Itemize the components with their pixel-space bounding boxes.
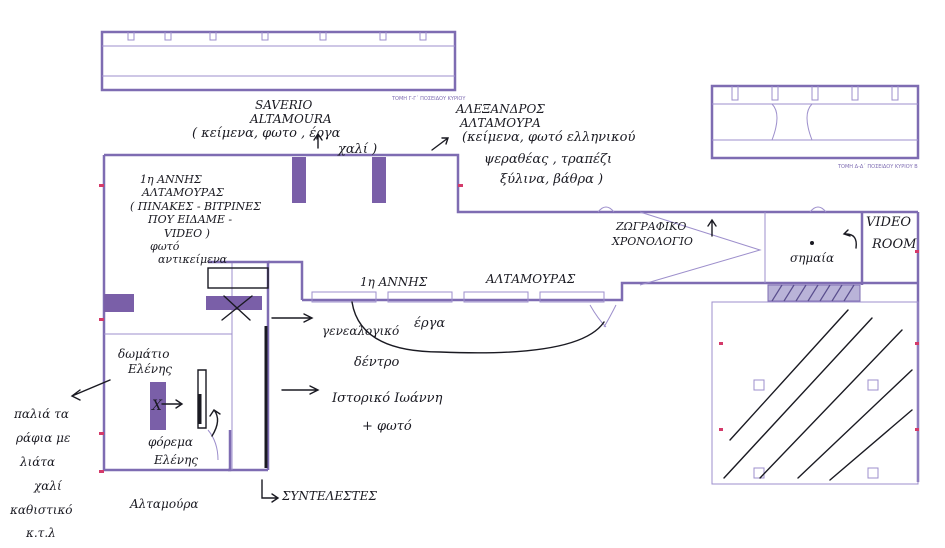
label-family-1: γενεαλογικό — [322, 324, 399, 338]
floor-plan-walls — [99, 153, 920, 485]
label-anna-3: ( ΠΙΝΑΚΕΣ - ΒΙΤΡΙΝΕΣ — [130, 200, 261, 213]
label-anna-7: αντικείμενα — [158, 253, 228, 266]
label-saverio-1: SAVERIO — [255, 98, 312, 112]
label-corridor-1: 1η ΑΝΝΗΣ — [360, 275, 428, 289]
label-saverio-2: ALTAMOURA — [249, 112, 332, 126]
label-left-2: ράφια με — [15, 431, 70, 445]
section-drawing-left: ΤΟΜΗ Γ-Γ΄ ΠΟΣΕΙΔΟΥ ΚΥΡΙΟΥ — [100, 30, 466, 102]
wall-block — [150, 382, 166, 430]
label-alex-4: ψεραθέας , τραπέζι — [484, 152, 612, 167]
label-room-1: δωμάτιο — [118, 347, 169, 361]
label-room-2: Ελένης — [127, 362, 172, 376]
label-video-1: VIDEO — [866, 215, 911, 230]
label-history-2: + φωτό — [362, 419, 412, 434]
label-anna-5: VIDEO ) — [164, 227, 210, 240]
label-dress-3: Αλταμούρα — [129, 497, 199, 511]
label-saverio-3: ( κείμενα, φωτο , έργα — [192, 126, 341, 141]
wall-block — [206, 296, 262, 310]
label-timeline-1: ΖΩΓΡΑΦΙΚΟ — [615, 220, 686, 233]
label-saverio-4: χαλί ) — [337, 142, 377, 157]
section-drawing-right: ΤΟΜΗ Δ-Δ΄ ΠΟΣΕΙΔΟΥ ΚΥΡΙΟΥ Β — [710, 84, 920, 170]
label-alex-3: (κείμενα, φωτό ελληνικού — [462, 130, 635, 145]
label-anna-2: ΑΛΤΑΜΟΥΡΑΣ — [141, 186, 224, 199]
handwritten-labels: SAVERIO ALTAMOURA ( κείμενα, φωτο , έργα… — [9, 98, 917, 540]
label-erga: έργα — [414, 316, 445, 331]
label-anna-4: ΠΟΥ ΕΙΔΑΜΕ - — [147, 213, 232, 226]
label-dress-1: φόρεμα — [148, 435, 193, 449]
label-family-2: δέντρο — [354, 355, 400, 370]
wall-block — [372, 157, 386, 203]
section-right-caption: ΤΟΜΗ Δ-Δ΄ ΠΟΣΕΙΔΟΥ ΚΥΡΙΟΥ Β — [837, 164, 918, 170]
label-left-6: κ.τ.λ — [25, 526, 56, 540]
label-anna-1: 1η ΑΝΝΗΣ — [140, 173, 202, 186]
section-left-caption: ΤΟΜΗ Γ-Γ΄ ΠΟΣΕΙΔΟΥ ΚΥΡΙΟΥ — [391, 96, 466, 102]
label-anna-6: φωτό — [150, 240, 180, 253]
label-alex-1: ΑΛΕΞΑΝΔΡΟΣ — [455, 102, 545, 116]
label-corridor-2: ΑΛΤΑΜΟΥΡΑΣ — [485, 272, 576, 286]
label-video-2: ROOM — [871, 237, 917, 252]
wall-block — [104, 294, 134, 312]
label-history-1: Ιστορικό Ιωάννη — [331, 391, 443, 406]
label-timeline-2: ΧΡΟΝΟΛΟΓΙΟ — [611, 235, 693, 248]
label-flag: σημαία — [790, 251, 834, 265]
label-left-5: καθιστικό — [9, 503, 73, 517]
label-left-1: παλιά τα — [13, 407, 69, 421]
label-alex-5: ξύλινα, βάθρα ) — [500, 172, 603, 187]
pen-strokes — [70, 132, 913, 503]
label-left-3: λιάτα — [19, 455, 55, 469]
label-left-4: χαλί — [33, 479, 63, 493]
label-credits: ΣΥΝΤΕΛΕΣΤΕΣ — [281, 489, 377, 503]
label-dress-2: Ελένης — [153, 453, 198, 467]
label-alex-2: ΑΛΤΑΜΟΥΡΑ — [459, 116, 541, 130]
label-x-mark: X — [151, 398, 163, 414]
wall-block — [292, 157, 306, 203]
